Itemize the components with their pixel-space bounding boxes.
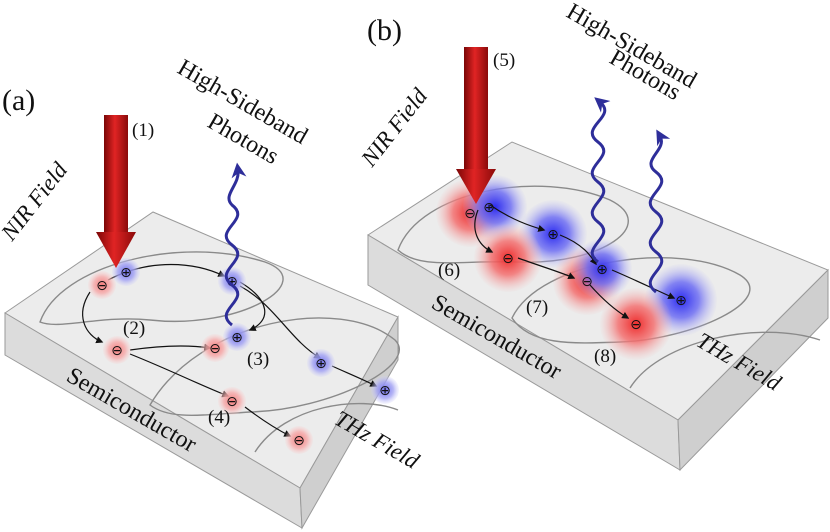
- hole-a5: [371, 376, 399, 404]
- hole-symbol: ⊕: [596, 262, 608, 278]
- electron-symbol: ⊖: [111, 343, 123, 359]
- hole-symbol: ⊕: [379, 383, 391, 399]
- nir-arrow-b: [456, 47, 496, 204]
- hole-symbol: ⊕: [120, 265, 132, 281]
- step-label-5: (5): [493, 50, 515, 71]
- carrier-symbols-a: ⊖ ⊕ ⊕ ⊖ ⊕ ⊖ ⊕ ⊕ ⊖ ⊖: [96, 265, 391, 449]
- electron-a2: [103, 336, 131, 364]
- hole-b3: [572, 239, 632, 299]
- hole-symbol: ⊕: [483, 200, 495, 216]
- trajectories-b: [474, 204, 676, 319]
- slab-side-a: [299, 315, 399, 530]
- electron-a1: [88, 271, 116, 299]
- electron-symbol: ⊖: [581, 274, 593, 290]
- step-label-7: (7): [526, 297, 548, 318]
- hole-symbol: ⊕: [675, 293, 687, 309]
- carriers-a: [88, 258, 399, 454]
- photon-wave-b2: [648, 129, 671, 294]
- panel-b: ⊖ ⊕ ⊕ ⊖ ⊖ ⊕ ⊕ ⊖ (b) (5) (6) (7) (8) NIR …: [356, 0, 829, 472]
- step-label-4: (4): [208, 407, 230, 428]
- photon-wave-a: [224, 162, 247, 327]
- electron-symbol: ⊖: [502, 251, 514, 267]
- step-label-2: (2): [123, 318, 145, 339]
- nir-label-b: NIR Field: [356, 83, 433, 172]
- electron-symbol: ⊖: [226, 394, 238, 410]
- electron-symbol: ⊖: [630, 317, 642, 333]
- electron-b4: [600, 288, 672, 360]
- panel-letter-b: (b): [367, 14, 402, 47]
- hole-a1: [112, 258, 140, 286]
- nir-arrow-a: [96, 115, 136, 268]
- electron-symbol: ⊖: [464, 206, 476, 222]
- hole-symbol: ⊕: [547, 227, 559, 243]
- slab-side-b: [677, 268, 829, 472]
- hole-symbol: ⊕: [315, 356, 327, 372]
- hole-symbol: ⊕: [226, 274, 238, 290]
- step-label-8: (8): [594, 346, 616, 367]
- electron-a5: [285, 426, 313, 454]
- hole-symbol: ⊕: [231, 330, 243, 346]
- panel-letter-a: (a): [2, 84, 35, 117]
- step-label-3: (3): [247, 349, 269, 370]
- electron-b2: [474, 224, 542, 292]
- electron-symbol: ⊖: [209, 341, 221, 357]
- nir-label-a: NIR Field: [0, 157, 72, 246]
- step-label-6: (6): [438, 260, 460, 281]
- panel-a: ⊖ ⊕ ⊕ ⊖ ⊕ ⊖ ⊕ ⊕ ⊖ ⊖ (a) (1) (2) (3) (4) …: [0, 55, 424, 530]
- carrier-symbols-b: ⊖ ⊕ ⊕ ⊖ ⊖ ⊕ ⊕ ⊖: [464, 200, 687, 333]
- electron-a3: [201, 334, 229, 362]
- hole-a4: [307, 349, 335, 377]
- electron-symbol: ⊖: [96, 278, 108, 294]
- carriers-b: [436, 175, 717, 360]
- electron-symbol: ⊖: [293, 433, 305, 449]
- electron-a4: [218, 387, 246, 415]
- hole-a3: [223, 323, 251, 351]
- photon-wave-b1: [590, 97, 611, 264]
- trajectories-a: [82, 263, 378, 437]
- step-label-1: (1): [132, 120, 154, 141]
